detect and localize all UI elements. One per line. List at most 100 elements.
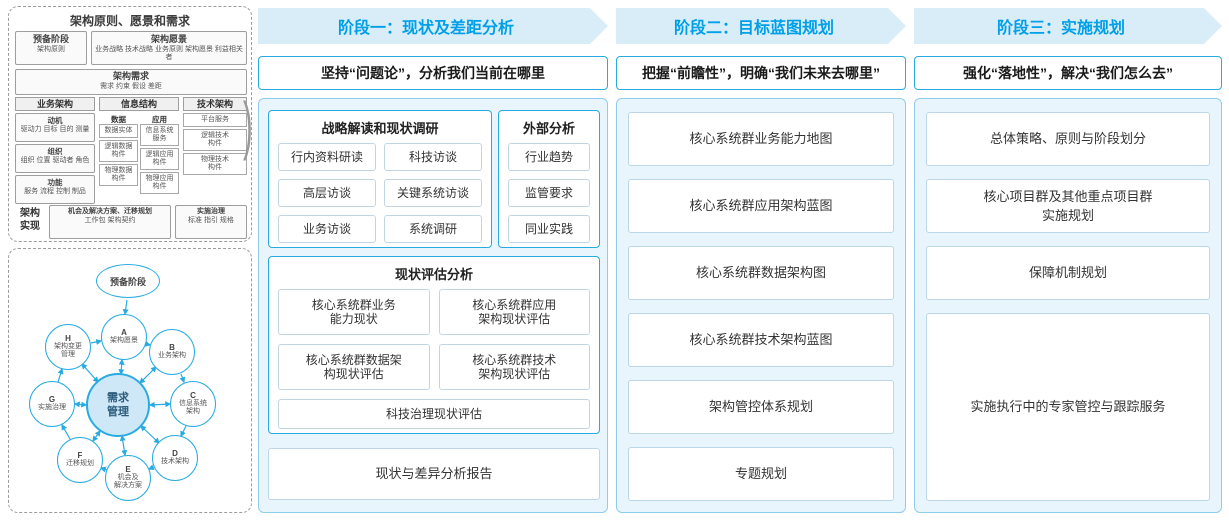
implementation-governance-box: 实施治理 标准 指引 规格 <box>175 205 247 239</box>
strategy-research-box: 战略解读和现状调研 行内资料研读 科技访谈 高层访谈 关键系统访谈 业务访谈 系… <box>268 110 492 248</box>
group-title: 组织 <box>47 147 63 156</box>
adm-node-h: H 架构变更 管理 <box>45 324 91 370</box>
governance-title: 实施治理 <box>197 208 225 215</box>
assessment-cell: 核心系统群技术 架构现状评估 <box>438 344 590 390</box>
node-name: 实施治理 <box>38 404 66 412</box>
right-parenthesis-decoration: ) <box>243 89 253 161</box>
node-letter: F <box>77 450 83 460</box>
node-letter: D <box>172 448 178 458</box>
is-service-box: 信息系统 服务 <box>140 124 179 146</box>
phase2-item: 核心系统群技术架构蓝图 <box>628 313 894 367</box>
external-cell: 监管要求 <box>508 179 590 207</box>
node-name: 架构愿景 <box>110 337 138 345</box>
phase2-item: 架构管控体系规划 <box>628 380 894 434</box>
adm-node-a: A 架构愿景 <box>101 314 147 360</box>
adm-node-e: E 机会及 解决方案 <box>105 455 151 501</box>
external-analysis-title: 外部分析 <box>522 121 575 136</box>
strategy-cell: 业务访谈 <box>278 215 376 243</box>
phase1-banner: 阶段一：现状及差距分析 <box>258 8 608 44</box>
node-letter: A <box>121 327 127 337</box>
group-items: 组织 位置 驱动者 角色 <box>20 157 90 164</box>
phase1-headline: 坚持“问题论”，分析我们当前在哪里 <box>258 56 608 90</box>
app-subtitle: 应用 <box>152 115 167 124</box>
assessment-grid: 核心系统群业务 能力现状 核心系统群应用 架构现状评估 核心系统群数据架 构现状… <box>269 287 599 433</box>
phase2-item: 专题规划 <box>628 447 894 501</box>
platform-service-box: 平台服务 <box>183 113 247 127</box>
physical-data-box: 物理数据 构件 <box>99 164 138 186</box>
requirements-box: 架构需求 需求 约束 假设 差距 <box>15 69 247 95</box>
business-group-function: 功能 服务 流程 控制 制品 <box>15 175 95 204</box>
node-name: 架构变更 管理 <box>54 343 82 359</box>
external-analysis-box: 外部分析 行业趋势 监管要求 同业实践 <box>498 110 600 248</box>
phase3-headline: 强化“落地性”，解决“我们怎么去” <box>914 56 1222 90</box>
group-items: 服务 流程 控制 制品 <box>24 188 86 195</box>
node-name: 迁移规划 <box>66 460 94 468</box>
adm-prep-node: 预备阶段 <box>96 264 160 298</box>
strategy-cell: 关键系统访谈 <box>384 179 482 207</box>
group-title: 功能 <box>47 178 63 187</box>
assessment-cell: 核心系统群应用 架构现状评估 <box>438 289 590 335</box>
physical-tech-box: 物理技术 构件 <box>183 153 247 175</box>
technology-arch-header: 技术架构 <box>183 97 247 111</box>
node-name: 技术架构 <box>161 458 189 466</box>
opportunities-title: 机会及解决方案、迁移规划 <box>68 208 152 215</box>
governance-items: 标准 指引 规格 <box>188 217 234 225</box>
requirements-items: 需求 约束 假设 差距 <box>100 82 162 90</box>
node-letter: G <box>48 394 56 404</box>
phase2-item: 核心系统群应用架构蓝图 <box>628 179 894 233</box>
node-letter: H <box>65 333 71 343</box>
node-letter: B <box>169 342 175 352</box>
adm-center-requirements: 需求 管理 <box>86 373 150 437</box>
architecture-framework-panel: 架构原则、愿景和需求 预备阶段 架构原则 架构愿景 业务战略 技术战略 业务原则… <box>8 6 252 242</box>
assessment-cell: 核心系统群数据架 构现状评估 <box>278 344 430 390</box>
physical-app-box: 物理应用 构件 <box>140 172 179 194</box>
logical-app-box: 逻辑应用 构件 <box>140 148 179 170</box>
group-items: 驱动力 目标 目的 测量 <box>20 126 90 133</box>
phase3-item: 核心项目群及其他重点项目群 实施规划 <box>926 179 1210 233</box>
assessment-box: 现状评估分析 核心系统群业务 能力现状 核心系统群应用 架构现状评估 核心系统群… <box>268 256 600 434</box>
phase3-banner: 阶段三：实施规划 <box>914 8 1222 44</box>
phase3-item: 实施执行中的专家管控与跟踪服务 <box>926 313 1210 501</box>
phase3-item: 总体策略、原则与阶段划分 <box>926 112 1210 166</box>
vision-items: 业务战略 技术战略 业务原则 架构愿景 利益相关者 <box>95 45 243 62</box>
gap-analysis-report-box: 现状与差异分析报告 <box>268 448 600 500</box>
prep-phase-title: 预备阶段 <box>32 34 69 44</box>
strategy-cell: 高层访谈 <box>278 179 376 207</box>
assessment-cell: 核心系统群业务 能力现状 <box>278 289 430 335</box>
framework-title: 架构原则、愿景和需求 <box>69 14 190 28</box>
data-entity-box: 数据实体 <box>99 124 138 138</box>
node-name: 信息系统 架构 <box>179 400 207 416</box>
vision-box: 架构愿景 业务战略 技术战略 业务原则 架构愿景 利益相关者 <box>91 31 247 65</box>
adm-node-f: F 迁移规划 <box>57 437 103 483</box>
strategy-research-title: 战略解读和现状调研 <box>321 121 439 136</box>
strategy-research-grid: 行内资料研读 科技访谈 高层访谈 关键系统访谈 业务访谈 系统调研 <box>269 141 491 247</box>
vision-title: 架构愿景 <box>150 34 187 44</box>
assessment-cell: 科技治理现状评估 <box>278 399 590 429</box>
external-cell: 行业趋势 <box>508 143 590 171</box>
prep-phase-sub: 架构原则 <box>37 45 65 53</box>
phase2-panel <box>616 98 906 513</box>
external-analysis-grid: 行业趋势 监管要求 同业实践 <box>499 141 599 247</box>
logical-tech-box: 逻辑技术 构件 <box>183 129 247 151</box>
adm-node-c: C 信息系统 架构 <box>170 381 216 427</box>
phase3-item: 保障机制规划 <box>926 246 1210 300</box>
node-letter: C <box>190 390 196 400</box>
node-letter: E <box>125 464 131 474</box>
adm-node-d: D 技术架构 <box>152 435 198 481</box>
business-group-motivation: 动机 驱动力 目标 目的 测量 <box>15 113 95 142</box>
phase2-item: 核心系统群数据架构图 <box>628 246 894 300</box>
group-title: 动机 <box>47 116 63 125</box>
realization-label: 架构 实现 <box>20 208 40 232</box>
adm-arrows <box>57 299 187 473</box>
node-name: 业务架构 <box>158 352 186 360</box>
adm-node-g: G 实施治理 <box>29 381 75 427</box>
business-group-organization: 组织 组织 位置 驱动者 角色 <box>15 144 95 173</box>
business-arch-header: 业务架构 <box>15 97 95 111</box>
data-subtitle: 数据 <box>111 115 126 124</box>
phase2-banner: 阶段二：目标蓝图规划 <box>616 8 906 44</box>
phase2-item: 核心系统群业务能力地图 <box>628 112 894 166</box>
requirements-title: 架构需求 <box>112 71 149 81</box>
assessment-title: 现状评估分析 <box>394 267 473 282</box>
strategy-cell: 系统调研 <box>384 215 482 243</box>
